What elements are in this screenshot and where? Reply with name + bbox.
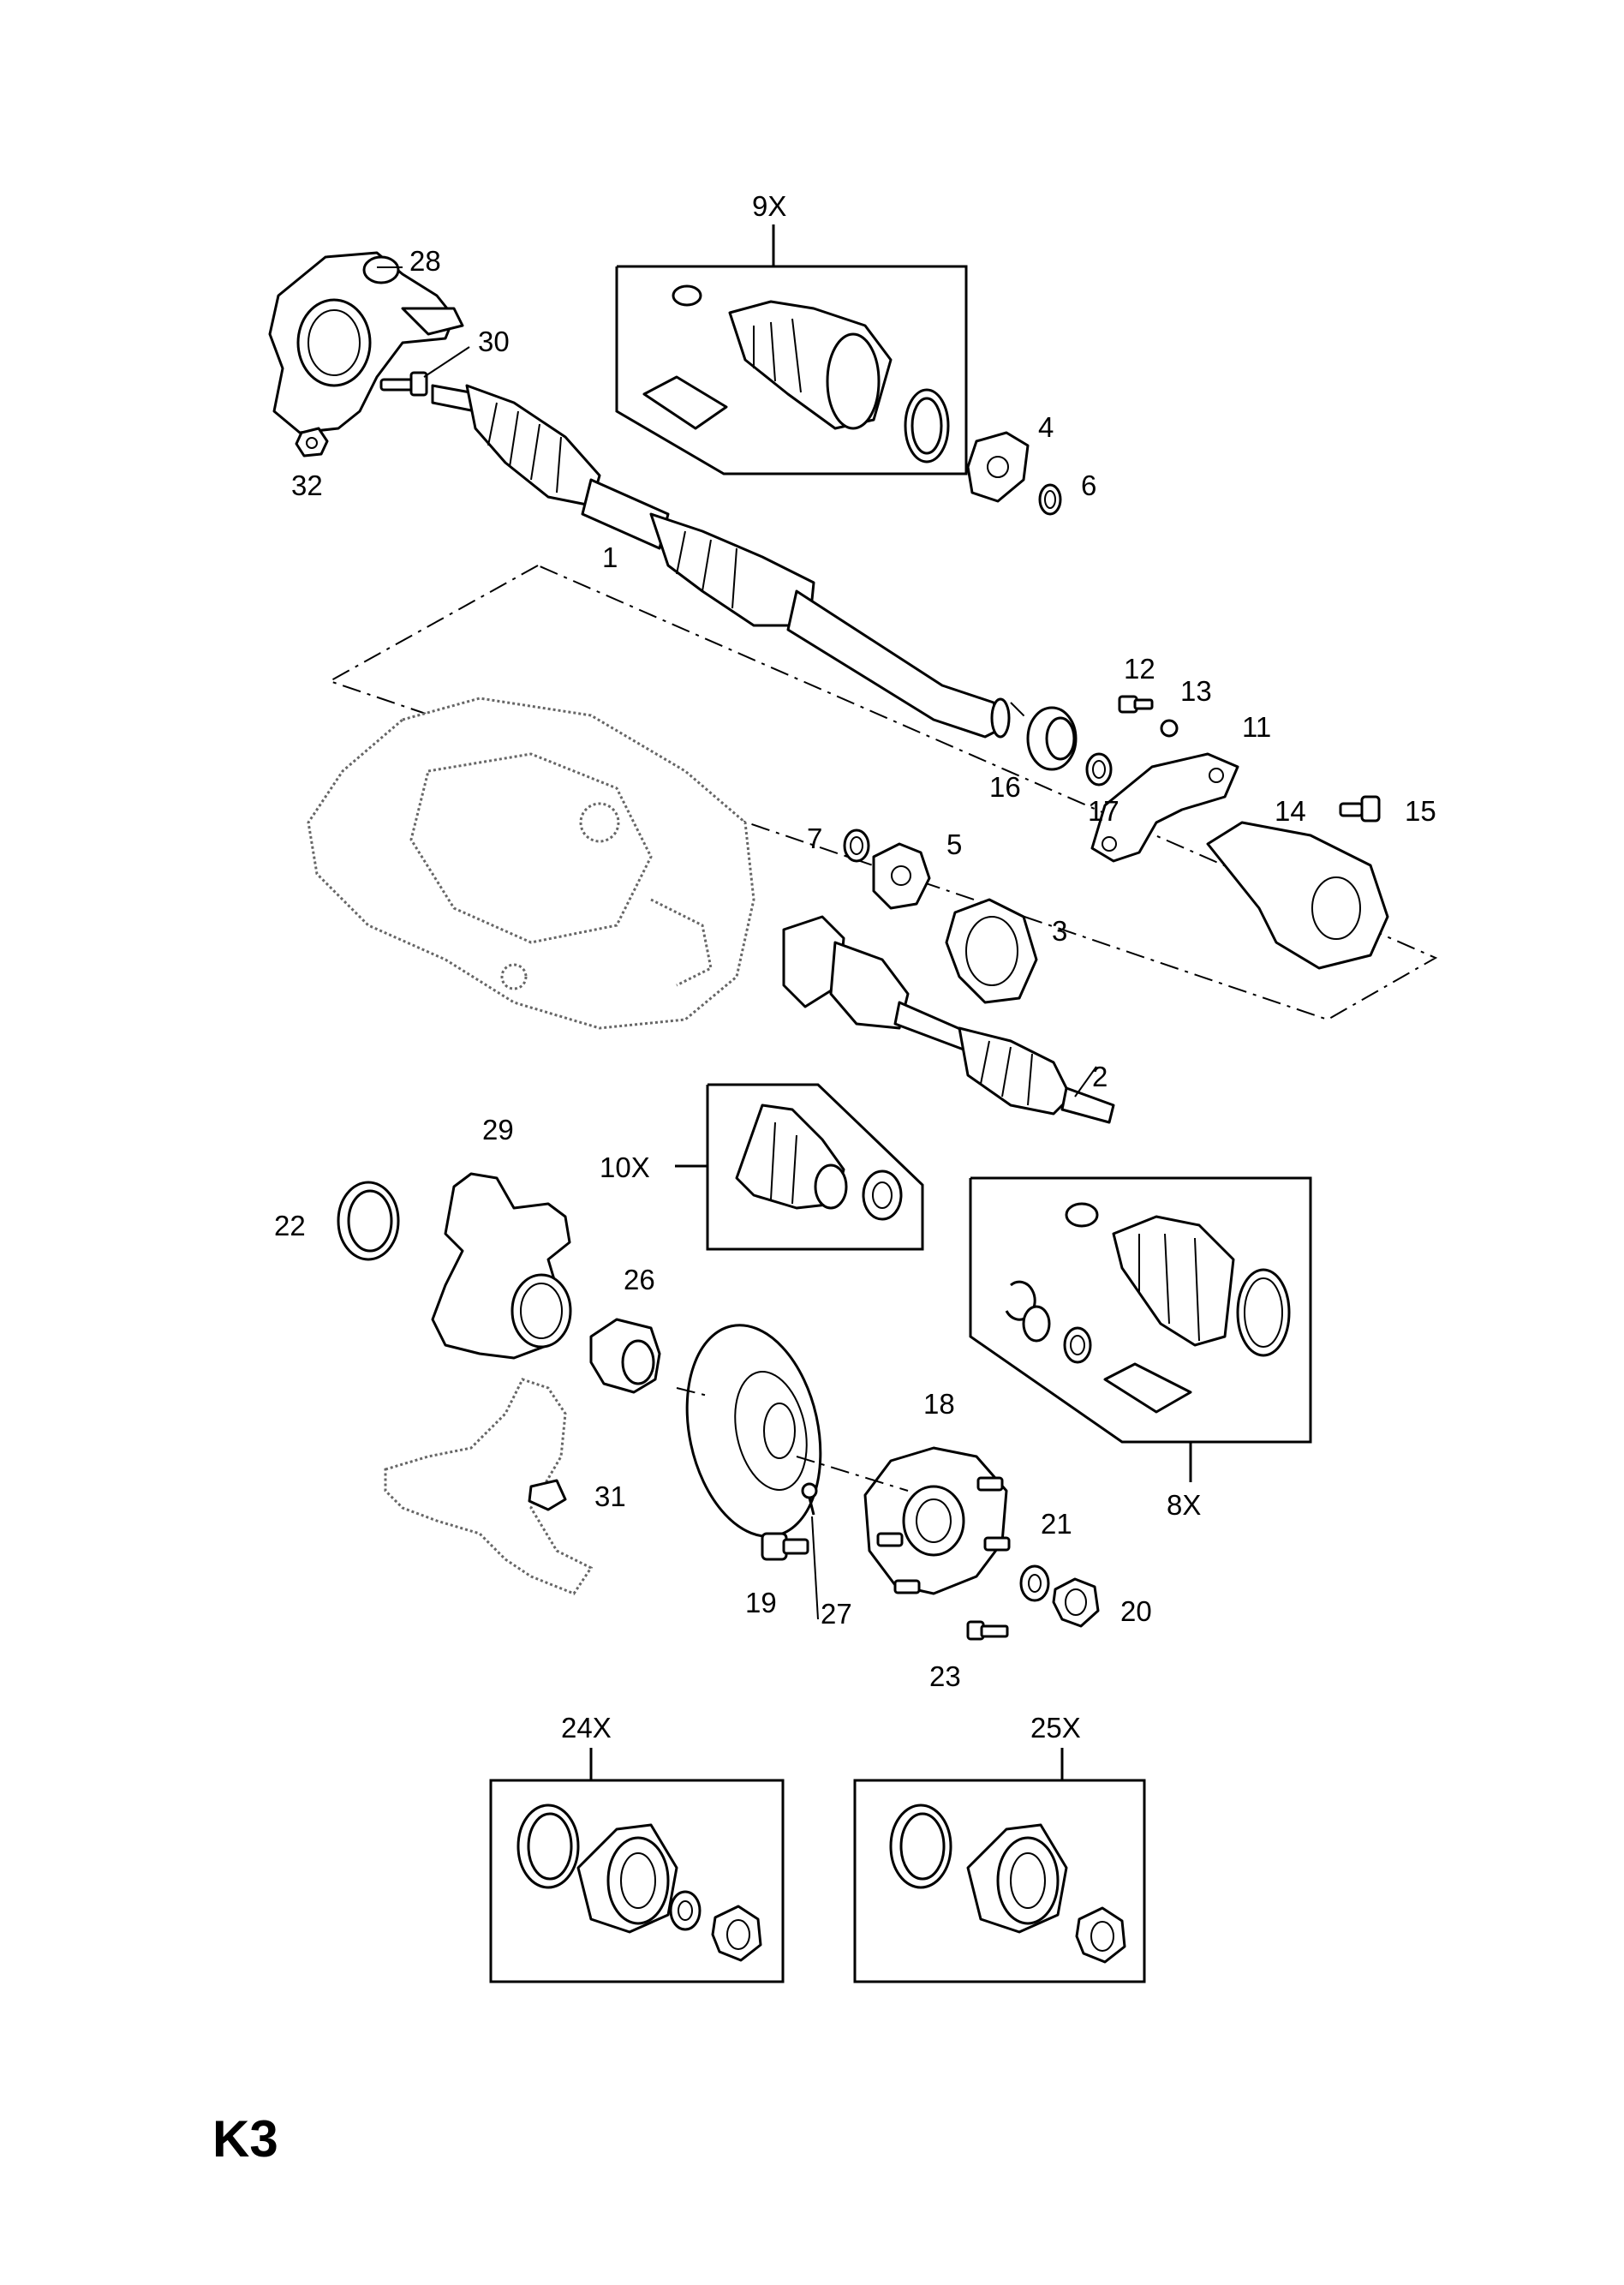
callout-15: 15 <box>1405 795 1436 827</box>
part-6-circlip <box>1038 483 1062 516</box>
part-3-gasket <box>945 898 1038 1004</box>
kit-box-25x <box>853 1748 1146 1983</box>
callout-17: 17 <box>1088 795 1119 827</box>
callout-7: 7 <box>807 822 822 854</box>
part-23-bolt <box>966 1620 1009 1641</box>
part-2-drive-shaft <box>782 915 1115 1124</box>
callout-19: 19 <box>745 1587 777 1618</box>
callout-21: 21 <box>1041 1508 1072 1540</box>
callout-1: 1 <box>602 541 618 573</box>
callout-8x: 8X <box>1167 1489 1201 1521</box>
part-22-circlip <box>337 1181 400 1261</box>
callout-9x: 9X <box>752 190 786 222</box>
part-16-bearing <box>1026 706 1078 771</box>
callout-23: 23 <box>929 1660 961 1692</box>
transmission-housing <box>307 697 755 1030</box>
part-17-ring <box>1085 752 1113 787</box>
callout-22: 22 <box>274 1210 306 1241</box>
part-30-bolt <box>379 371 428 397</box>
callout-25x: 25X <box>1030 1712 1081 1744</box>
part-28-knuckle <box>268 251 464 434</box>
part-13-washer <box>1160 719 1179 738</box>
part-29-knuckle <box>431 1172 572 1360</box>
callout-13: 13 <box>1180 675 1212 707</box>
callout-2: 2 <box>1092 1061 1108 1092</box>
callout-12: 12 <box>1124 653 1155 685</box>
part-15-bolt <box>1339 795 1381 822</box>
part-26-hub <box>589 1318 661 1394</box>
part-32-nut <box>295 427 329 458</box>
callout-5: 5 <box>946 828 962 860</box>
callout-3: 3 <box>1052 915 1067 947</box>
callout-27: 27 <box>821 1598 852 1630</box>
callout-6: 6 <box>1081 470 1096 501</box>
ghost-knuckle <box>384 1378 594 1595</box>
callout-18: 18 <box>923 1388 955 1420</box>
part-14-support <box>1206 821 1389 970</box>
kit-box-10x <box>675 1083 924 1251</box>
part-19-bolt <box>761 1532 809 1561</box>
callout-10x: 10X <box>600 1151 650 1183</box>
callout-16: 16 <box>989 771 1021 803</box>
callout-4: 4 <box>1038 411 1054 443</box>
part-21-washer <box>1019 1564 1050 1602</box>
kit-box-9x <box>615 224 968 476</box>
callout-labels: 9X 28 30 32 4 6 1 12 13 11 16 17 14 15 7… <box>274 190 1436 1744</box>
page-code: K3 <box>212 2110 278 2168</box>
callout-30: 30 <box>478 326 510 357</box>
callout-28: 28 <box>409 245 441 277</box>
axis-line <box>1010 702 1029 721</box>
part-20-nut <box>1052 1577 1100 1628</box>
callout-31: 31 <box>594 1480 626 1512</box>
part-18-hub-flange <box>863 1446 1011 1595</box>
part-27-screw <box>801 1482 818 1516</box>
axis-line <box>676 1387 712 1397</box>
callout-11: 11 <box>1242 711 1271 743</box>
callout-29: 29 <box>482 1114 514 1145</box>
part-11-bracket <box>1090 752 1239 863</box>
callout-20: 20 <box>1120 1595 1152 1627</box>
kit-box-8x <box>969 1176 1312 1482</box>
callout-14: 14 <box>1275 795 1306 827</box>
part-1-drive-shaft <box>431 384 1011 739</box>
part-5-tripod <box>872 842 931 910</box>
kit-box-24x <box>489 1748 785 1983</box>
part-12-bolt <box>1118 695 1154 714</box>
callout-32: 32 <box>291 470 323 501</box>
callout-24x: 24X <box>561 1712 612 1744</box>
leader-lines <box>377 266 1097 1620</box>
part-7-circlip <box>843 828 870 863</box>
callout-26: 26 <box>624 1264 655 1295</box>
part-4-tripod <box>966 431 1030 503</box>
part-31-circlip <box>528 1479 567 1511</box>
